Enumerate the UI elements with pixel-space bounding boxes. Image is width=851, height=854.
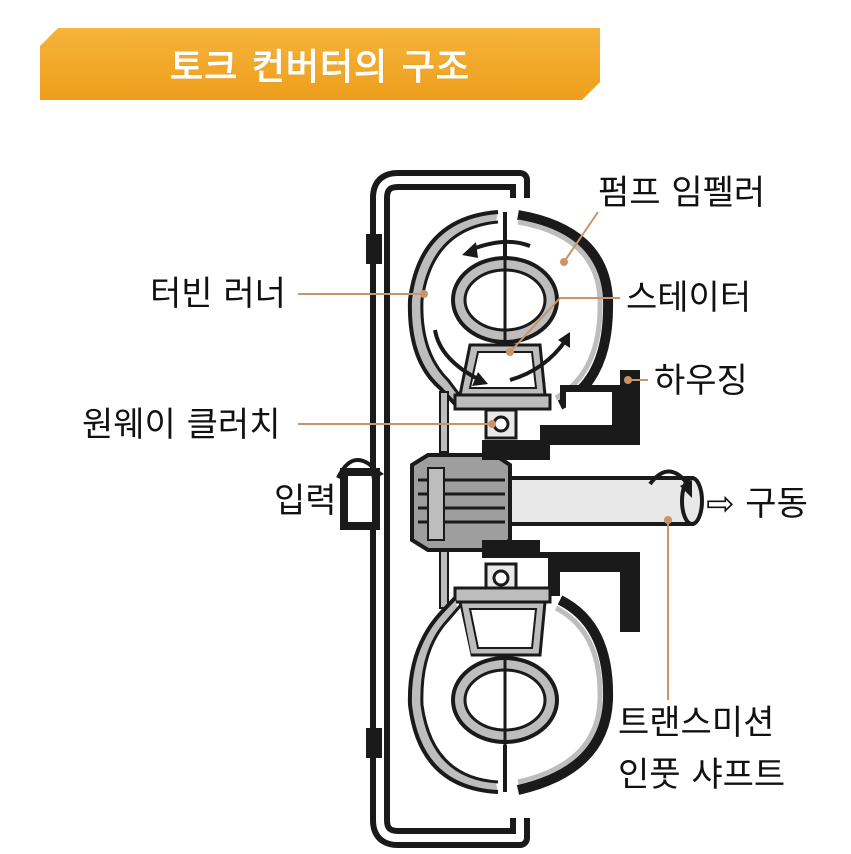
banner-shape bbox=[40, 28, 600, 100]
leader-pump-dot bbox=[560, 258, 568, 266]
label-input: 입력 bbox=[274, 481, 337, 521]
leader-pump bbox=[563, 211, 599, 263]
leader-stator-dot bbox=[506, 348, 514, 356]
leader-stator bbox=[509, 297, 620, 353]
upper-torus bbox=[407, 210, 614, 411]
label-transmission-line1: 트랜스미션 bbox=[618, 703, 775, 743]
label-drive: ⇨ 구동 bbox=[706, 484, 808, 524]
label-turbine-runner: 터빈 러너 bbox=[150, 274, 286, 314]
leader-turbine-dot bbox=[420, 290, 428, 298]
label-one-way-clutch: 원웨이 클러치 bbox=[82, 405, 281, 445]
label-housing: 하우징 bbox=[654, 361, 748, 401]
leader-oneway-dot bbox=[488, 420, 496, 428]
label-transmission-line2: 인풋 샤프트 bbox=[618, 755, 786, 795]
label-stator: 스테이터 bbox=[626, 278, 752, 318]
input-shaft bbox=[508, 469, 704, 526]
transmission-housing bbox=[482, 370, 640, 632]
diagram-title: 토크 컨버터의 구조 bbox=[169, 47, 471, 88]
lower-torus bbox=[407, 586, 614, 795]
title-banner: 토크 컨버터의 구조 bbox=[40, 28, 600, 100]
hub-assembly bbox=[340, 391, 518, 609]
leader-shaft-dot bbox=[664, 516, 672, 524]
leader-lines bbox=[298, 211, 672, 700]
label-pump-impeller: 펌프 임펠러 bbox=[598, 173, 766, 213]
input-rotation-arrow bbox=[336, 458, 384, 480]
leader-housing-dot bbox=[624, 376, 632, 384]
